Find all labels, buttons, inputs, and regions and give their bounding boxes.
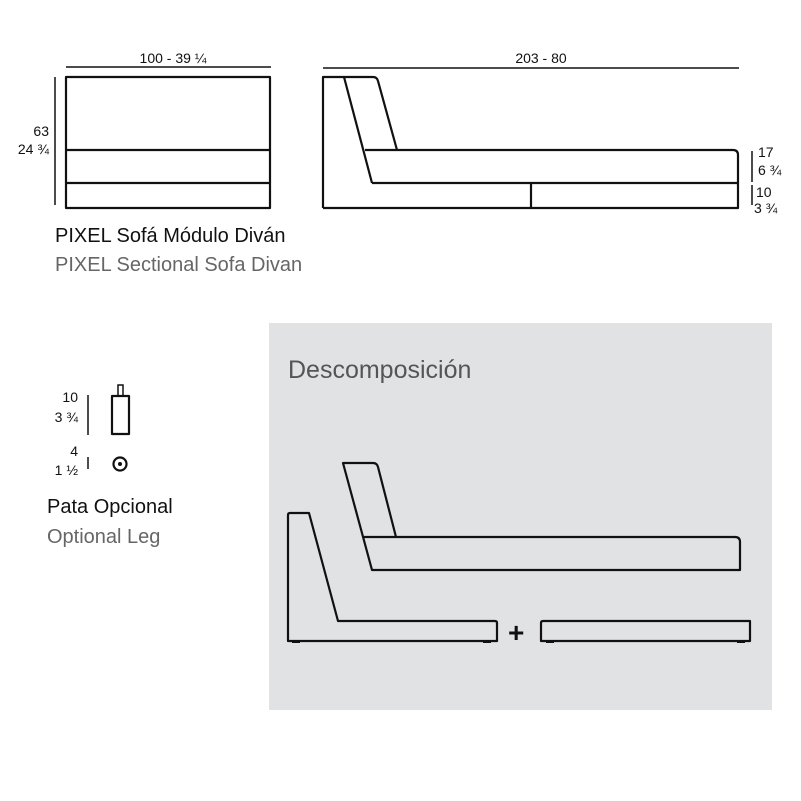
decomposition-panel (269, 323, 772, 710)
front-view-drawing (54, 66, 272, 210)
side-length-label: 203 - 80 (515, 50, 567, 66)
seat-height-in: 6 ¾ (758, 162, 782, 178)
leg-title-es: Pata Opcional (47, 496, 173, 518)
front-outline (64, 75, 272, 210)
leg-top-view-dot (118, 462, 122, 466)
leg-height-cm: 10 (62, 389, 78, 405)
backrest-base-piece (286, 511, 499, 643)
leg-diameter-cm: 4 (70, 443, 78, 459)
product-title-en: PIXEL Sectional Sofa Divan (55, 254, 303, 276)
product-title-es: PIXEL Sofá Módulo Diván (55, 225, 286, 247)
leg-pin (117, 384, 124, 397)
leg-height-in: 3 ¾ (54, 409, 78, 425)
leg-title-en: Optional Leg (47, 526, 161, 548)
foot (292, 641, 300, 643)
decomposition-drawing (286, 461, 752, 643)
chaise-cushion-piece (341, 461, 742, 572)
foot (483, 641, 491, 643)
leg-top-view-circle (112, 456, 128, 472)
foot (546, 641, 554, 643)
front-height-cm: 63 (33, 123, 49, 139)
back-cushion-line (342, 76, 374, 184)
front-width-label: 100 - 39 ¼ (139, 50, 207, 66)
plus-sign: + (508, 617, 525, 648)
base-height-cm: 10 (756, 184, 772, 200)
leg-body (110, 394, 131, 436)
seat-outline (323, 148, 740, 210)
extension-base-piece (539, 619, 752, 643)
base-height-in: 3 ¾ (754, 200, 778, 216)
side-view-drawing (321, 67, 753, 210)
leg-diameter-in: 1 ½ (54, 462, 78, 478)
decomposition-title: Descomposición (288, 356, 472, 384)
foot (737, 641, 745, 643)
front-height-in: 24 ¾ (17, 141, 49, 157)
leg-drawing (87, 384, 131, 472)
seat-height-cm: 17 (758, 144, 774, 160)
backrest-outline (321, 75, 399, 208)
